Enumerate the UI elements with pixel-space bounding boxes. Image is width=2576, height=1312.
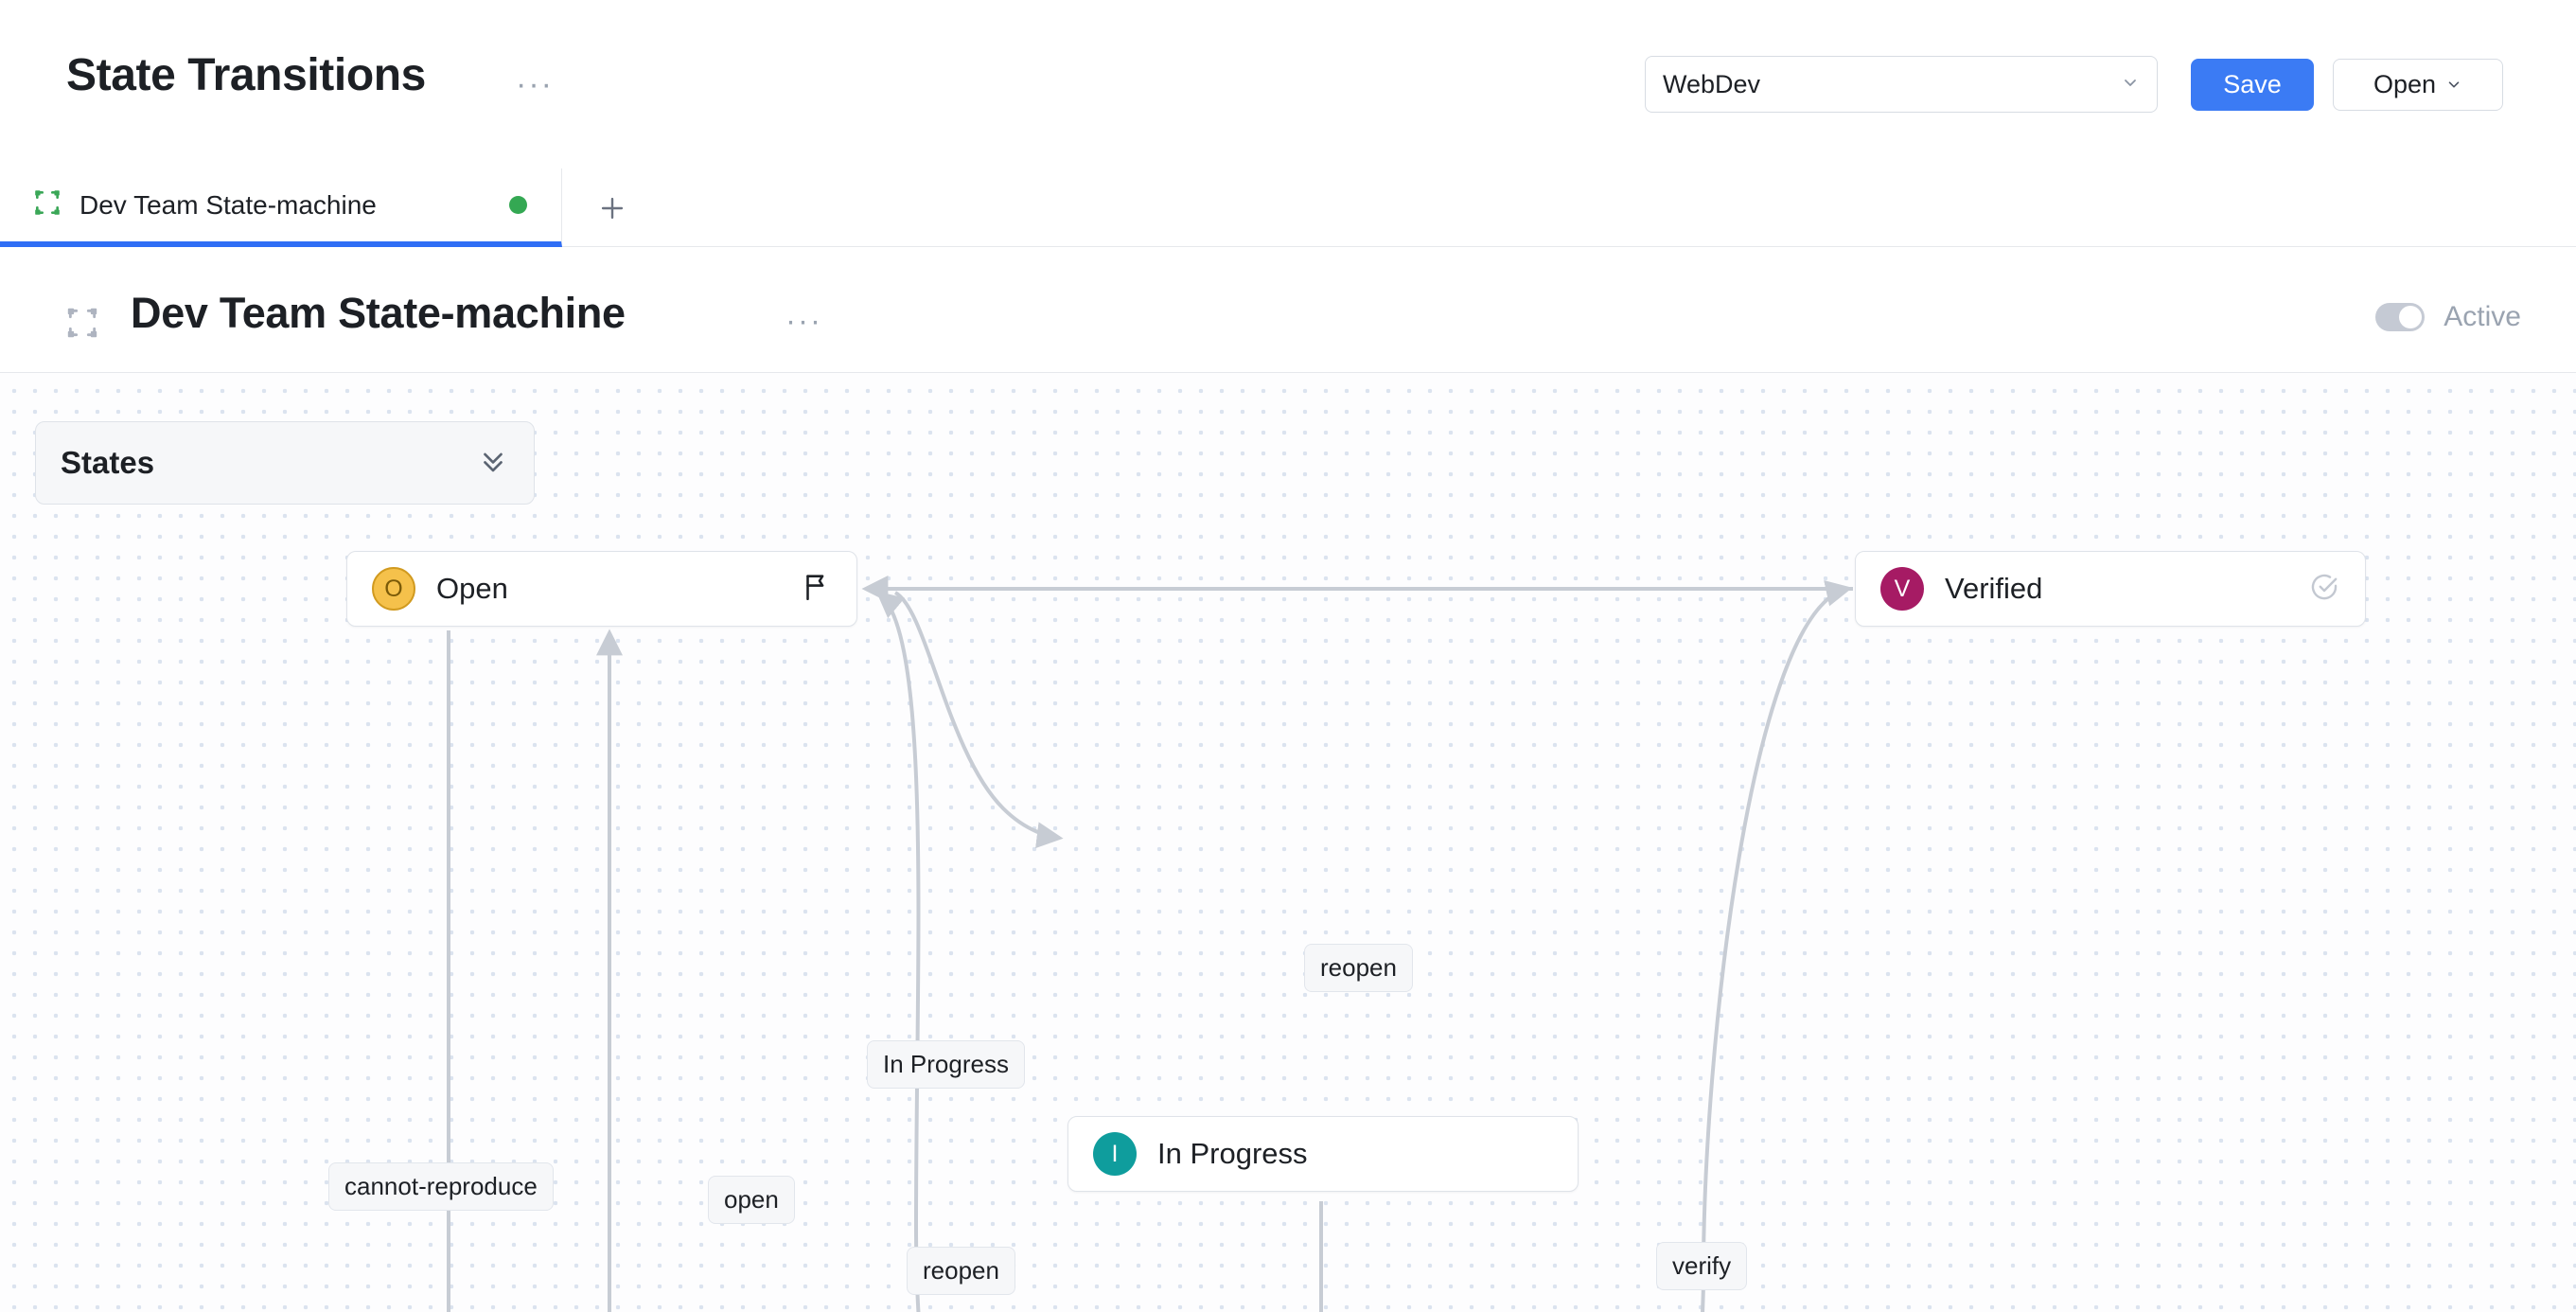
top-bar: State Transitions ··· WebDev Save Open bbox=[0, 0, 2576, 168]
project-select-value: WebDev bbox=[1663, 69, 1761, 98]
state-badge: O bbox=[372, 567, 415, 611]
state-badge-initial: I bbox=[1111, 1140, 1119, 1167]
open-dropdown-label: Open bbox=[2373, 70, 2437, 98]
edge-layer bbox=[447, 576, 1853, 1312]
state-node-label: Open bbox=[436, 572, 508, 605]
chevron-down-icon bbox=[2445, 70, 2462, 99]
state-machine-overflow-menu[interactable]: ··· bbox=[785, 303, 822, 338]
edge-label-cant-reproduce-open[interactable]: open bbox=[708, 1176, 795, 1224]
active-toggle-label: Active bbox=[2444, 301, 2521, 332]
tab-label: Dev Team State-machine bbox=[79, 189, 377, 220]
chevron-double-down-icon[interactable] bbox=[477, 445, 509, 482]
tab-strip: Dev Team State-machine bbox=[0, 168, 2576, 247]
toggle-knob bbox=[2399, 306, 2423, 328]
edge-fixed-open bbox=[875, 591, 921, 1312]
state-badge: I bbox=[1093, 1132, 1137, 1176]
flag-icon bbox=[800, 571, 832, 608]
active-toggle-group[interactable]: Active bbox=[2375, 301, 2521, 333]
page-header bbox=[0, 247, 2576, 373]
edge-open-in-progress bbox=[893, 591, 1064, 849]
active-toggle[interactable] bbox=[2375, 303, 2426, 331]
state-badge-initial: O bbox=[384, 575, 403, 602]
state-node-open[interactable]: O Open bbox=[346, 551, 857, 627]
page-title: State Transitions bbox=[66, 50, 426, 100]
edge-label-open-in-progress[interactable]: In Progress bbox=[867, 1040, 1025, 1089]
edge-label-fixed-verified[interactable]: verify bbox=[1656, 1242, 1748, 1290]
app-title-overflow-menu[interactable]: ··· bbox=[516, 66, 554, 102]
state-badge-initial: V bbox=[1894, 575, 1911, 602]
state-badge: V bbox=[1880, 567, 1924, 611]
state-machine-icon bbox=[32, 187, 62, 222]
edge-label-verified-open[interactable]: reopen bbox=[1304, 944, 1413, 992]
add-tab-button[interactable] bbox=[562, 168, 662, 247]
edge-label-open-cant-reproduce[interactable]: cannot-reproduce bbox=[328, 1162, 554, 1211]
state-machine-title: Dev Team State-machine bbox=[131, 289, 626, 337]
chevron-down-icon bbox=[2121, 73, 2140, 97]
state-node-in-progress[interactable]: I In Progress bbox=[1067, 1116, 1579, 1192]
state-node-verified[interactable]: V Verified bbox=[1855, 551, 2366, 627]
check-circle-icon bbox=[2308, 571, 2340, 608]
open-dropdown-button[interactable]: Open bbox=[2333, 59, 2503, 111]
edge-fixed-verified bbox=[1701, 580, 1853, 1312]
state-machine-canvas[interactable]: States O Open V Verified I bbox=[0, 373, 2576, 1312]
project-select[interactable]: WebDev bbox=[1645, 56, 2158, 113]
states-panel-label: States bbox=[61, 445, 155, 480]
tab-status-dot bbox=[509, 196, 527, 214]
state-node-label: In Progress bbox=[1157, 1137, 1308, 1170]
save-button[interactable]: Save bbox=[2191, 59, 2314, 111]
state-machine-icon bbox=[64, 305, 100, 346]
state-node-label: Verified bbox=[1945, 572, 2043, 605]
edge-label-fixed-open[interactable]: reopen bbox=[907, 1247, 1015, 1295]
states-panel[interactable]: States bbox=[35, 421, 535, 505]
tab-dev-team-state-machine[interactable]: Dev Team State-machine bbox=[0, 168, 562, 247]
